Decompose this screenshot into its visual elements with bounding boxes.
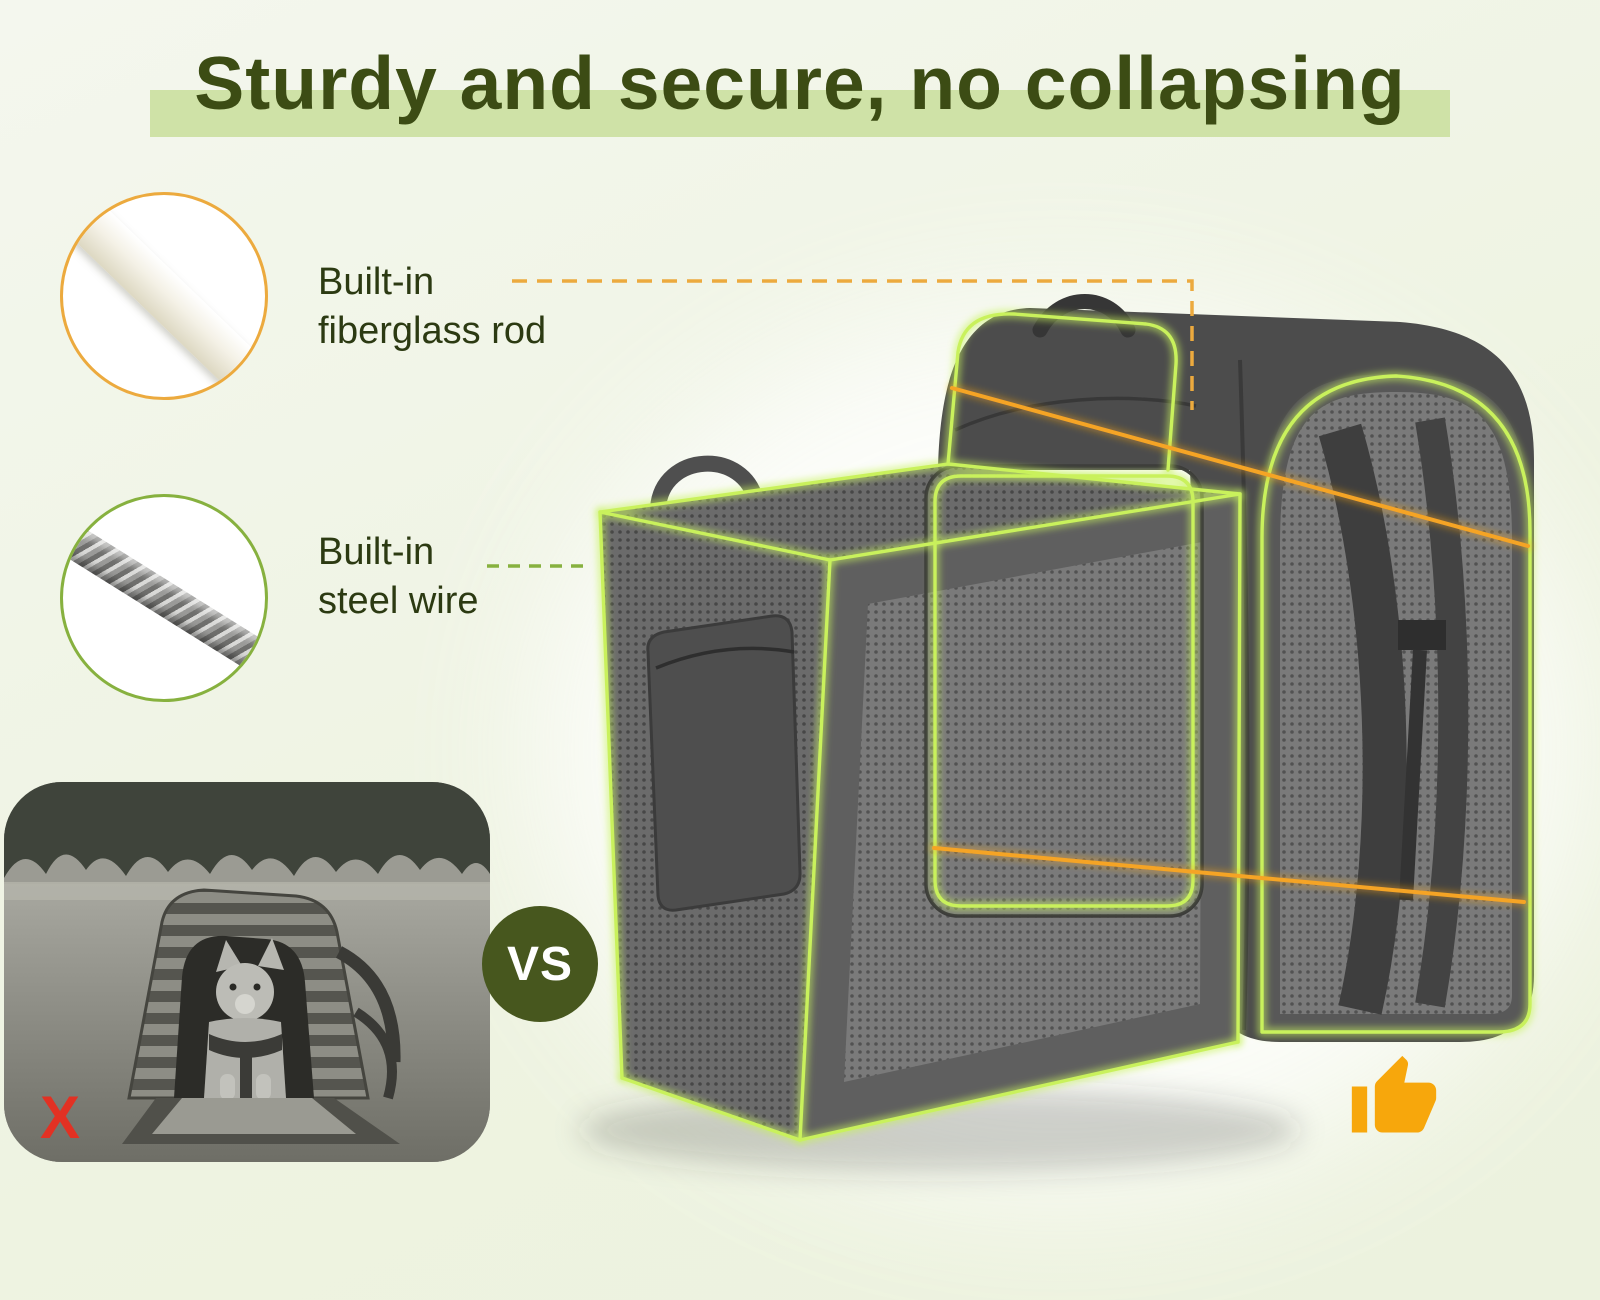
strap-buckle (1398, 620, 1446, 650)
backpack-front-panel (1262, 374, 1530, 1032)
thumbs-up-icon (1351, 1055, 1437, 1133)
strap-dangle (1399, 649, 1427, 901)
photo-trees (4, 782, 490, 878)
fiberglass-rod-connector-line (512, 279, 1194, 410)
collapsed-carrier-photo: X (4, 782, 490, 1162)
fiberglass-rod-photo (60, 192, 268, 400)
carrier-top-mesh (600, 464, 1240, 560)
carrier-straps (335, 946, 401, 1063)
steel-wire-label-line1: Built-in (318, 531, 435, 573)
photo-horizon (4, 882, 490, 900)
page-title: Sturdy and secure, no collapsing (194, 41, 1406, 125)
carrier-side-handle (650, 455, 764, 516)
title-highlight-bar (150, 90, 1450, 137)
shoulder-strap-2 (1415, 417, 1469, 1008)
expanded-carrier (600, 455, 1240, 1140)
cat (204, 938, 286, 1100)
steel-wire-photo (60, 494, 268, 702)
vs-badge: VS (482, 906, 598, 1022)
carrier-side-mesh-window (844, 542, 1202, 1082)
collapsed-carrier (122, 888, 401, 1144)
steel-wire-label: Built-in steel wire (318, 528, 479, 625)
reject-x-mark: X (40, 1084, 80, 1151)
cat-harness (209, 1034, 282, 1058)
fiberglass-rod-label-line2: fiberglass rod (318, 309, 547, 352)
shoulder-strap (1318, 423, 1407, 1015)
collapsed-carrier-scene: X (4, 782, 490, 1162)
carrier-mat (152, 1098, 356, 1134)
steel-wire-label-line2: steel wire (318, 579, 479, 622)
inner-door-zipper (924, 464, 1204, 918)
fiberglass-rod-label-line1: Built-in (318, 261, 435, 303)
carrier-front-pocket (646, 614, 802, 912)
fiberglass-rod-label: Built-in fiberglass rod (318, 258, 546, 355)
vs-label: VS (506, 937, 574, 991)
